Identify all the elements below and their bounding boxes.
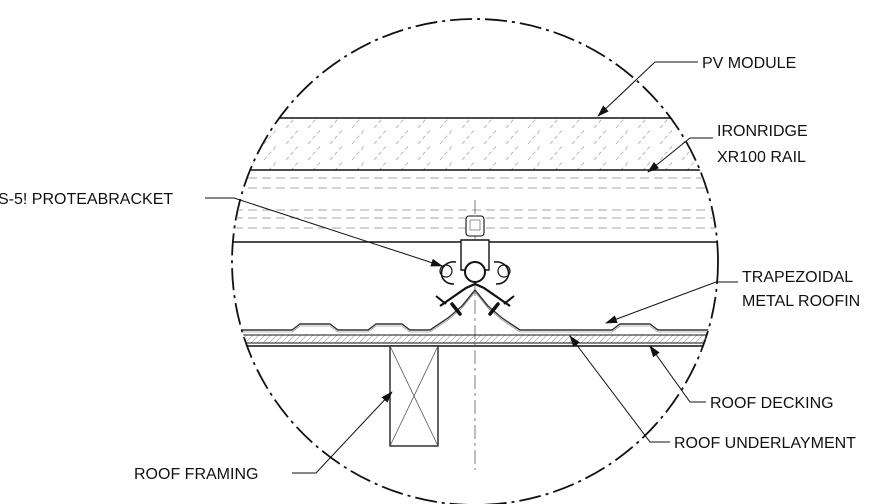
label-roofing-line1: TRAPEZOIDAL [742, 269, 853, 286]
detail-boundary-circle [231, 18, 719, 504]
detail-section [232, 117, 718, 470]
roofing-leader [605, 281, 738, 324]
pv-module [232, 117, 718, 171]
framing-leader [292, 391, 393, 474]
label-roofing-line2: METAL ROOFIN [742, 293, 860, 310]
trapezoidal-metal-roofing [232, 288, 718, 331]
label-roof-decking: ROOF DECKING [710, 395, 834, 412]
pv-module-leader [597, 61, 698, 117]
label-roof-underlayment: ROOF UNDERLAYMENT [674, 435, 856, 452]
roof-framing-member [389, 345, 439, 447]
label-roof-framing: ROOF FRAMING [134, 466, 258, 483]
label-rail-line2: XR100 RAIL [717, 149, 806, 166]
leader-lines [205, 61, 738, 474]
proteabracket [435, 215, 515, 316]
label-pv-module: PV MODULE [702, 55, 796, 72]
label-bracket: S-5! PROTEABRACKET [0, 191, 173, 208]
underlayment-leader [569, 335, 670, 443]
decking-leader [649, 345, 706, 403]
label-rail-line1: IRONRIDGE [717, 123, 808, 140]
rail-leader [647, 137, 713, 173]
bracket-leader [205, 197, 443, 267]
